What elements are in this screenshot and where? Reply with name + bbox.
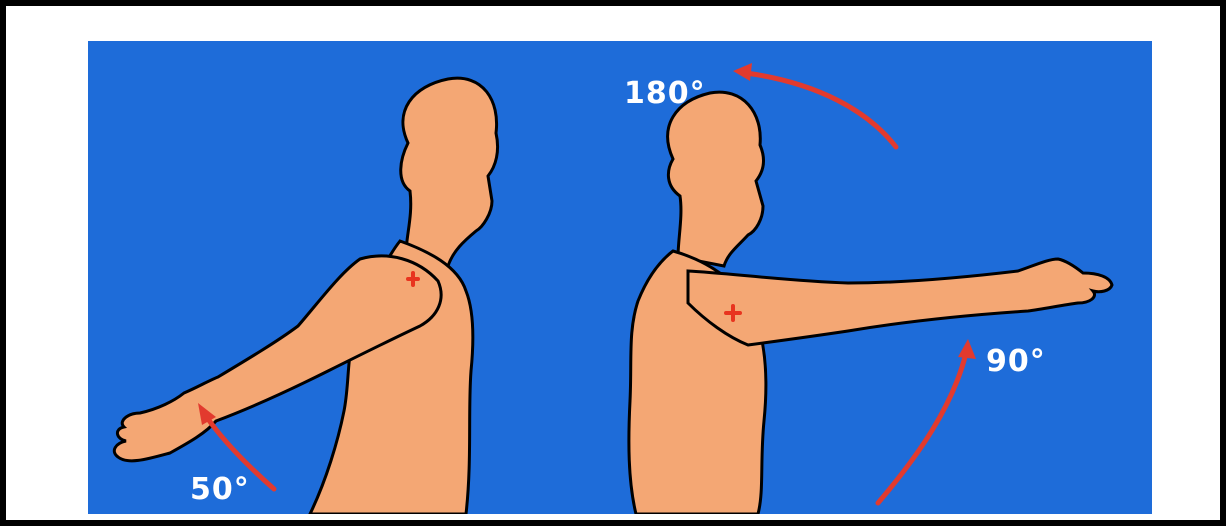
label-extension-degrees: 50° <box>190 472 250 507</box>
label-full-flexion-degrees: 180° <box>624 76 706 111</box>
illustration-canvas: 50° 180° 90° <box>88 41 1152 514</box>
label-horizontal-flexion-degrees: 90° <box>986 344 1046 379</box>
shoulder-range-of-motion-illustration: 50° 180° 90° <box>88 41 1152 514</box>
